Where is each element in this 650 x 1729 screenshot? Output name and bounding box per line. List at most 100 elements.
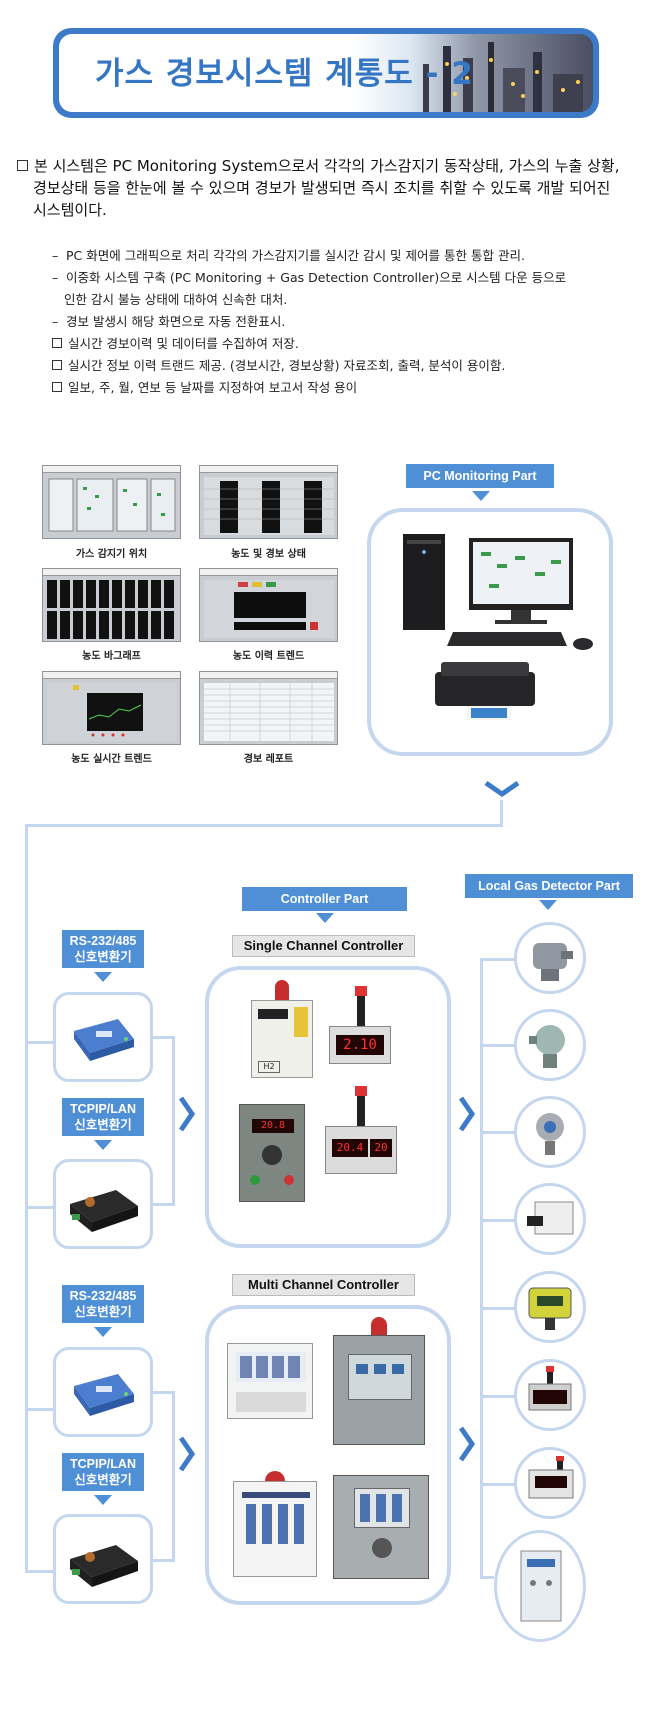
feature-list: –PC 화면에 그래픽으로 처리 각각의 가스감지기를 실시간 감시 및 제어를… (52, 245, 632, 399)
module-icon (246, 1504, 256, 1544)
refinery-image (423, 42, 583, 112)
feature-text: PC 화면에 그래픽으로 처리 각각의 가스감지기를 실시간 감시 및 제어를 … (66, 248, 525, 263)
chevron-right-icon (458, 1426, 476, 1462)
pc-monitoring-box (367, 508, 613, 756)
intro-line-2: 경보상태 등을 한눈에 볼 수 있으며 경보가 발생되면 즉시 조치를 취할 수… (33, 179, 611, 197)
knob-icon (372, 1538, 392, 1558)
arrow-down-icon (94, 1495, 112, 1505)
connector-line (153, 1391, 175, 1394)
feature-text: 실시간 정보 이력 트랜드 제공. (경보시간, 경보상황) 자료조회, 출력,… (68, 358, 506, 373)
feature-text: 경보 발생시 해당 화면으로 자동 전환표시. (66, 314, 286, 329)
window-icon (348, 1354, 412, 1400)
digital-readout: 2.10 (336, 1035, 384, 1055)
module-icon (240, 1356, 252, 1378)
tcpip-converter-box (53, 1159, 153, 1249)
connector-line (25, 1408, 53, 1411)
screen-caption: 가스 감지기 위치 (75, 549, 148, 560)
screen-caption: 경보 레포트 (243, 754, 294, 765)
intro-paragraph: 본 시스템은 PC Monitoring System으로서 각각의 가스감지기… (17, 155, 637, 221)
knob-icon (262, 1145, 282, 1165)
rs232-converter-image (74, 1374, 134, 1416)
bargraph-image (47, 580, 174, 639)
arrow-down-icon (472, 491, 490, 501)
module-icon (278, 1504, 288, 1544)
feature-text: 일보, 주, 월, 연보 등 날짜를 지정하여 보고서 작성 용이 (68, 380, 358, 395)
module-icon (262, 1504, 272, 1544)
screen-caption: 농도 실시간 트렌드 (71, 754, 152, 765)
detector-image (520, 1550, 562, 1622)
screen-caption: 농도 이력 트렌드 (232, 651, 305, 662)
history-trend-image (204, 580, 334, 638)
detector-image (533, 943, 573, 981)
connector-line (25, 824, 503, 827)
pc-monitoring-label: PC Monitoring Part (406, 464, 554, 488)
module-icon (288, 1356, 300, 1378)
tcpip-converter-label: TCPIP/LAN 신호변환기 (62, 1453, 144, 1491)
realtime-trend-image (47, 683, 177, 741)
connector-line (480, 958, 516, 961)
feature-item-continued: 인한 감시 불능 상태에 대하여 신속한 대처. (64, 292, 288, 307)
connector-line (500, 800, 503, 826)
connector-line (153, 1203, 175, 1206)
intro-line-1: 본 시스템은 PC Monitoring System으로서 각각의 가스감지기… (17, 155, 637, 177)
connector-line (480, 1483, 516, 1486)
arrow-down-icon (316, 913, 334, 923)
red-lamp-icon (355, 1086, 367, 1096)
connector-line (480, 1044, 516, 1047)
single-channel-label: Single Channel Controller (232, 935, 415, 957)
feature-item: 실시간 정보 이력 트랜드 제공. (경보시간, 경보상황) 자료조회, 출력,… (52, 355, 632, 377)
connector-line (480, 1576, 494, 1579)
warning-light-icon (371, 1317, 387, 1335)
connector-line (480, 958, 483, 1578)
gas-detector (494, 1530, 586, 1642)
controller-panel (333, 1335, 425, 1445)
screen-thumb-alarm-report (199, 671, 338, 745)
label-strip (294, 1007, 308, 1037)
detector-image (529, 1025, 565, 1068)
module-icon (392, 1364, 404, 1374)
tcpip-converter-image (70, 1545, 138, 1587)
detector-image (536, 1113, 564, 1155)
warning-light-icon (265, 1471, 285, 1483)
tcpip-label-line-1: TCPIP/LAN (70, 1457, 136, 1471)
red-button-icon (284, 1175, 294, 1185)
gas-detector (514, 1271, 586, 1343)
module-icon (392, 1494, 402, 1522)
module-icon (294, 1504, 304, 1544)
screen-caption: 농도 바그래프 (82, 651, 141, 662)
chevron-right-icon (178, 1096, 196, 1132)
multi-channel-label: Multi Channel Controller (232, 1274, 415, 1296)
page-title: 가스 경보시스템 계통도 - 2 (95, 56, 474, 92)
screen-thumb-realtime-trend (42, 671, 181, 745)
detector-image (528, 1287, 572, 1330)
gas-label: H2 (258, 1061, 280, 1073)
chevron-right-icon (458, 1096, 476, 1132)
dash-icon: – (52, 270, 59, 285)
pc-setup-image (403, 534, 593, 720)
rs232-converter-label: RS-232/485 신호변환기 (62, 1285, 144, 1323)
status-table-image (204, 477, 334, 535)
screen-thumb-detector-location (42, 465, 181, 539)
rs232-converter-box (53, 992, 153, 1082)
controller-panel (227, 1343, 313, 1419)
tcpip-label-line-2: 신호변환기 (74, 1473, 132, 1487)
connector-line (480, 1131, 516, 1134)
module-icon (376, 1494, 386, 1522)
module-icon (374, 1364, 386, 1374)
layout-screen-image (48, 478, 176, 532)
checkbox-icon (52, 338, 62, 348)
gas-detector (514, 1009, 586, 1081)
detector-image (528, 1456, 574, 1499)
tcpip-converter-box (53, 1514, 153, 1604)
module-icon (356, 1364, 368, 1374)
detector-image (527, 1201, 574, 1235)
intro-text-1: 본 시스템은 PC Monitoring System으로서 각각의 가스감지기… (34, 157, 620, 175)
tcpip-label-line-1: TCPIP/LAN (70, 1102, 136, 1116)
green-button-icon (250, 1175, 260, 1185)
rs232-converter-box (53, 1347, 153, 1437)
checkbox-icon (52, 360, 62, 370)
controller-panel: 2.10 (329, 1026, 391, 1064)
connector-line (25, 1206, 53, 1209)
feature-item: –PC 화면에 그래픽으로 처리 각각의 가스감지기를 실시간 감시 및 제어를… (52, 245, 632, 267)
connector-line (172, 1391, 175, 1562)
